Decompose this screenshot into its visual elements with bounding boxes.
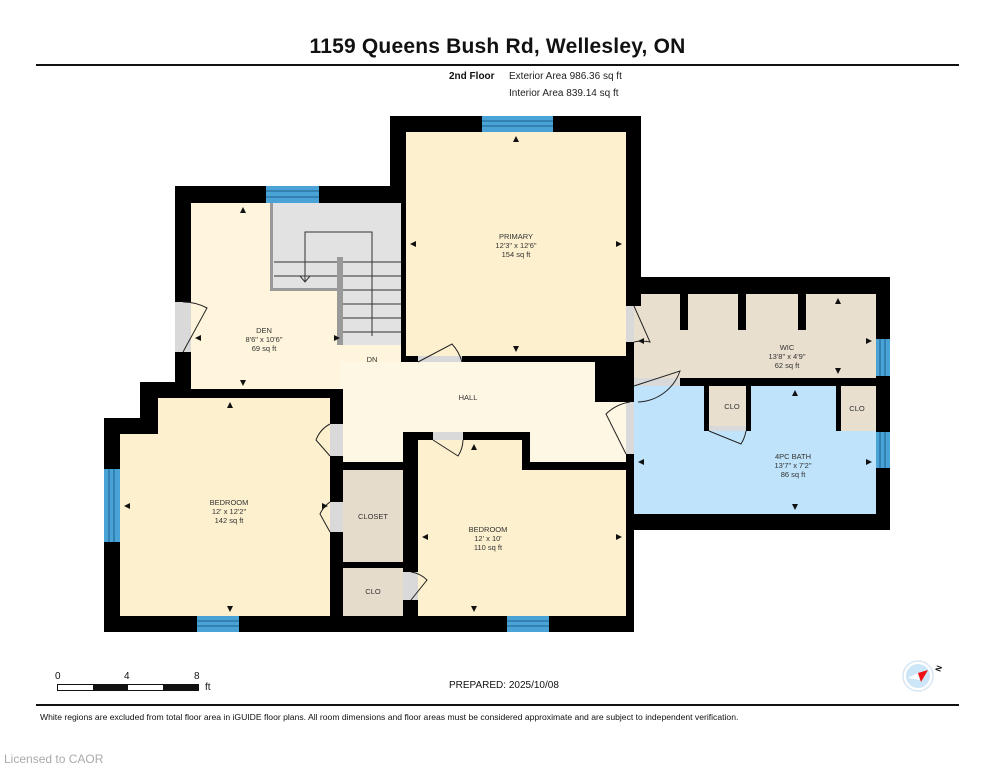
door-bedroom-left [330,424,343,456]
room-name: 4PC BATH [774,452,812,461]
room-clo-bottom [343,568,403,616]
window-bath [876,432,890,468]
room-label-den: DEN 8'6" x 10'6" 69 sq ft [246,326,283,353]
door-wic-bath [634,378,680,386]
room-name: PRIMARY [498,232,534,241]
room-label-clo-bottom: CLO [365,587,381,596]
exterior-area: Exterior Area 986.36 sq ft [509,71,622,82]
header-divider [36,64,959,66]
floor-name: 2nd Floor [449,71,495,82]
prepared-date: PREPARED: 2025/10/08 [449,680,559,691]
room-area: 110 sq ft [473,543,503,552]
room-area: 69 sq ft [251,344,277,353]
room-dimensions: 8'6" x 10'6" [245,335,283,344]
window-wic [876,339,890,376]
door-closet [330,502,343,532]
room-clo-bath-1 [709,386,747,431]
room-label-primary: PRIMARY 12'3" x 12'6" 154 sq ft [495,232,536,259]
door-wic [626,306,634,342]
room-bath [634,386,876,514]
footer-divider [36,704,959,706]
room-dimensions: 13'7" x 7'2" [774,461,812,470]
room-label-hall: HALL [458,393,478,402]
room-bedroom-right [418,440,626,616]
room-label-clo-bath-1: CLO [724,402,740,411]
scale-bar [57,684,199,691]
room-name: WIC [779,343,795,352]
window-primary [482,116,553,132]
stair-rail [337,257,343,345]
window-bedroom-left-bottom [197,616,239,632]
stairs-down-label: DN [366,355,378,364]
staircase [270,203,401,345]
license-watermark: Licensed to CAOR [4,752,104,766]
door-bath [626,402,634,454]
room-label-closet: CLOSET [357,512,389,521]
room-bedroom-left [120,398,330,616]
windows [104,116,890,632]
door-clo-bath [709,426,746,431]
window-bedroom-left-side [104,469,120,542]
room-wic [634,294,876,378]
scale-tick-0: 0 [55,671,61,682]
stair-edge [270,203,273,290]
room-dimensions: 12' x 10' [474,534,502,543]
north-compass-icon [902,660,934,692]
room-dimensions: 13'8" x 4'9" [768,352,806,361]
window-den [266,186,319,203]
plan-title: 1159 Queens Bush Rd, Wellesley, ON [309,35,686,58]
door-swings [182,301,747,601]
scale-unit: ft [205,682,211,693]
door-primary [418,356,462,362]
room-area: 62 sq ft [774,361,800,370]
stair-lines [274,231,401,336]
door-clo [403,572,418,600]
stair-edge [270,288,340,291]
window-bedroom-right [507,616,549,632]
room-primary [406,132,626,356]
room-clo-bath-2 [840,386,876,431]
disclaimer-text: White regions are excluded from total fl… [40,712,739,722]
room-name: DEN [256,326,272,335]
room-label-clo-bath-2: CLO [849,404,865,413]
room-dimensions: 12' x 12'2" [211,507,247,516]
door-openings [175,302,746,600]
room-label-bedroom-left: BEDROOM 12' x 12'2" 142 sq ft [210,498,249,525]
door-bedroom-right [433,432,463,440]
room-area: 86 sq ft [780,470,806,479]
room-label-bath: 4PC BATH 13'7" x 7'2" 86 sq ft [775,452,812,479]
room-name: BEDROOM [468,525,508,534]
room-name: BEDROOM [209,498,249,507]
room-closet [343,470,403,562]
room-area: 142 sq ft [214,516,244,525]
room-label-wic: WIC 13'8" x 4'9" 62 sq ft [769,343,806,370]
interior-area: Interior Area 839.14 sq ft [509,88,619,99]
room-dimensions: 12'3" x 12'6" [495,241,537,250]
room-area: 154 sq ft [501,250,531,259]
dimension-arrows [124,136,872,612]
scale-tick-4: 4 [124,671,130,682]
door-den [175,302,191,352]
room-label-bedroom-right: BEDROOM 12' x 10' 110 sq ft [469,525,508,552]
scale-tick-8: 8 [194,671,200,682]
